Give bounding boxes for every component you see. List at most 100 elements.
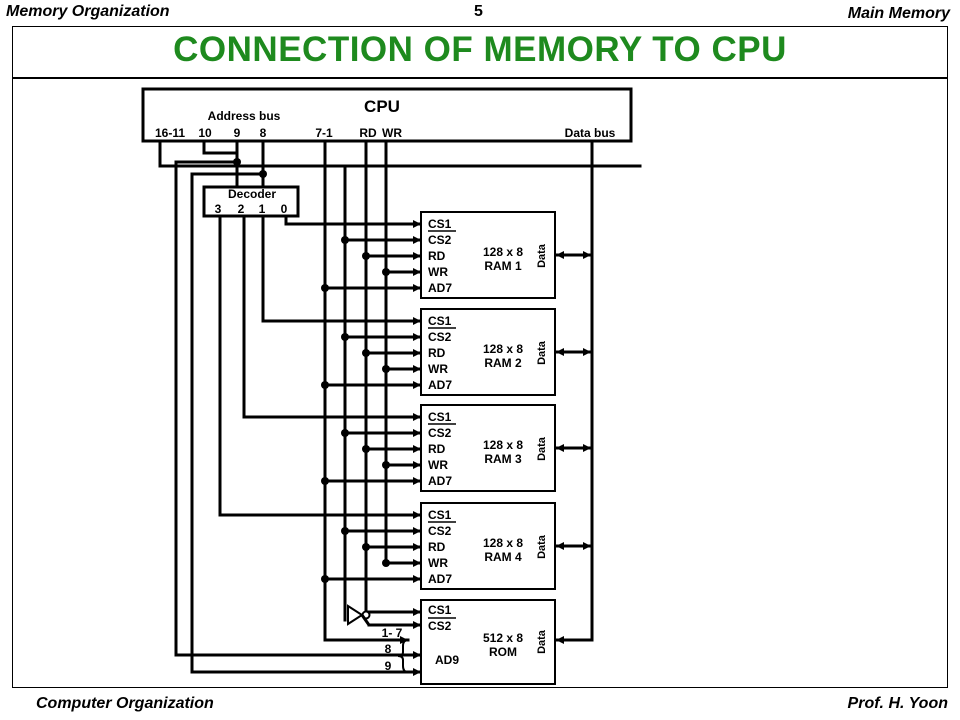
page-number: 5: [474, 3, 483, 20]
ram4-cs1-arrow: [413, 511, 421, 519]
ram4-data-arrow-left: [556, 542, 564, 550]
ram3-pin-cs2: CS2: [428, 426, 452, 440]
rom-cs1-arrow: [413, 608, 421, 616]
ram4-ad7-junction: [321, 575, 329, 583]
header-topic: Memory Organization: [6, 3, 170, 20]
ram2-rd-arrow: [413, 349, 421, 357]
ram1-pin-ad7: AD7: [428, 281, 452, 295]
decoder-output-3: 3: [215, 202, 222, 216]
pin-label-9: 9: [234, 126, 241, 140]
decoder-out-2-wire: [242, 216, 421, 419]
rom-pin-cs1: CS1: [428, 603, 452, 617]
ram2-box: [420, 308, 556, 396]
ram4-rd-junction: [362, 543, 370, 551]
pin-label-16-11: 16-11: [155, 126, 185, 140]
pin-label-rd: RD: [359, 126, 377, 140]
addr-9-to-rom: [174, 160, 421, 657]
decoder-output-0: 0: [281, 202, 288, 216]
ram1-ad7-arrow: [413, 284, 421, 292]
ram4-cs2-arrow: [413, 527, 421, 535]
ram1-data-arrow-right: [583, 251, 591, 259]
rom-address-line-8: 8: [385, 642, 392, 656]
ram1-cs1-arrow: [413, 220, 421, 228]
ram4-rd-arrow: [413, 543, 421, 551]
ram2-wr-junction: [382, 365, 390, 373]
rom-data-label: Data: [536, 629, 548, 654]
pin-label-8: 8: [260, 126, 267, 140]
ram1-cs2-arrow: [413, 236, 421, 244]
ram1-name: RAM 1: [484, 259, 522, 273]
decoder-out-1-wire: [261, 216, 421, 323]
ram4-name: RAM 4: [484, 550, 522, 564]
rom-size: 512 x 8: [483, 631, 523, 645]
ram3-rd-arrow: [413, 445, 421, 453]
ram2-cs2-arrow: [413, 333, 421, 341]
ram4-data-arrow-right: [583, 542, 591, 550]
decoder-output-2: 2: [238, 202, 245, 216]
rom-box: [420, 599, 556, 685]
ram2-ad7-arrow: [413, 381, 421, 389]
ram3-size: 128 x 8: [483, 438, 523, 452]
ram3-cs2-arrow: [413, 429, 421, 437]
ram1-box: [420, 211, 556, 299]
ram2-rd-junction: [362, 349, 370, 357]
title-divider: [12, 77, 948, 79]
ram4-pin-cs2: CS2: [428, 524, 452, 538]
ram3-data-label: Data: [536, 436, 548, 461]
wiring: [158, 139, 642, 676]
address-bus-label: Address bus: [208, 109, 281, 123]
ram3-pin-ad7: AD7: [428, 474, 452, 488]
pin-label-data-bus: Data bus: [565, 126, 616, 140]
ram1-pin-cs1: CS1: [428, 217, 452, 231]
rom-cs2-arrow: [413, 621, 421, 629]
cpu-label: CPU: [364, 97, 400, 116]
rom-inverter-symbol: [347, 604, 364, 626]
ram3-pin-cs1: CS1: [428, 410, 452, 424]
pin-label-10: 10: [198, 126, 212, 140]
ram1-pin-cs2: CS2: [428, 233, 452, 247]
ram2-cs1-arrow: [413, 317, 421, 325]
ram4-pin-rd: RD: [428, 540, 446, 554]
ram4-pin-ad7: AD7: [428, 572, 452, 586]
decoder-out-0-wire: [284, 216, 421, 226]
ram4-wr-arrow: [413, 559, 421, 567]
decoder-box: [202, 185, 300, 218]
rom-name: ROM: [489, 645, 517, 659]
ram1-size: 128 x 8: [483, 245, 523, 259]
ram2-wr-arrow: [413, 365, 421, 373]
ram1-rd-arrow: [413, 252, 421, 260]
ram4-box: [420, 502, 556, 590]
addr-8-to-rom: [190, 172, 421, 674]
slide-frame: [12, 26, 948, 688]
ram4-pin-cs1: CS1: [428, 508, 452, 522]
ram2-pin-ad7: AD7: [428, 378, 452, 392]
rom-ad-9-arrow: [413, 668, 421, 676]
ram3-cs1-arrow: [413, 413, 421, 421]
ram1-wr-arrow: [413, 268, 421, 276]
ram1-rd-junction: [362, 252, 370, 260]
ram1-pin-wr: WR: [428, 265, 448, 279]
ram4-wr-junction: [382, 559, 390, 567]
addr-10-bus: [202, 141, 239, 187]
ram2-data-arrow-right: [583, 348, 591, 356]
ram2-pin-wr: WR: [428, 362, 448, 376]
slide-title: CONNECTION OF MEMORY TO CPU: [173, 30, 787, 69]
rom-ad-8-arrow: [413, 651, 421, 659]
footer-course: Computer Organization: [36, 695, 214, 712]
rom-address-brace: [397, 639, 409, 673]
ram2-data-arrow-left: [556, 348, 564, 356]
rom-cs2-link: [360, 614, 371, 626]
ram3-rd-junction: [362, 445, 370, 453]
pin-label-wr: WR: [382, 126, 402, 140]
ram4-ad7-arrow: [413, 575, 421, 583]
rom-address-line-1-7: 1- 7: [382, 626, 403, 640]
ram3-wr-arrow: [413, 461, 421, 469]
ram3-pin-wr: WR: [428, 458, 448, 472]
rom-pin-cs2: CS2: [428, 619, 452, 633]
rom-address-label: AD9: [435, 653, 459, 667]
